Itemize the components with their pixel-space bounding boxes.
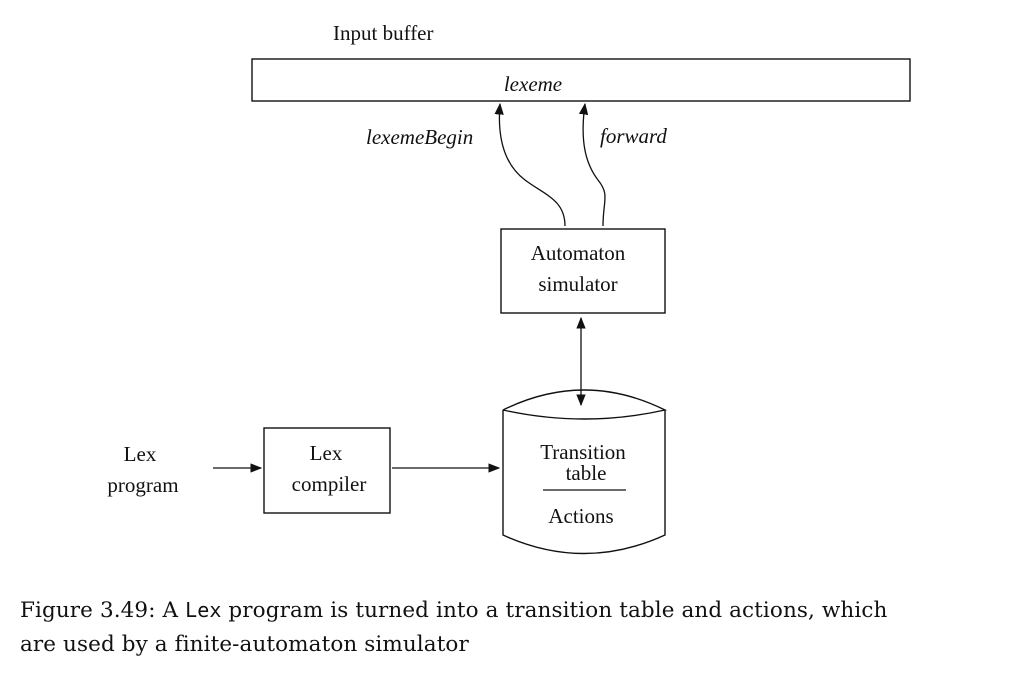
- caption-suffix: program is turned into a transition tabl…: [221, 598, 888, 623]
- lex-compiler-line2: compiler: [292, 472, 367, 496]
- lex-program-line2: program: [107, 473, 178, 497]
- transition-table-line2: table: [566, 461, 607, 485]
- lex-program-line1: Lex: [124, 442, 157, 466]
- forward-pointer-arrow: [578, 102, 606, 227]
- lex-compiler-line1: Lex: [310, 441, 343, 465]
- transition-table-line1: Transition: [540, 440, 626, 464]
- transition-table-cylinder: [502, 410, 666, 555]
- figure-caption: Figure 3.49: A Lex program is turned int…: [20, 593, 1005, 662]
- caption-prefix: Figure 3.49: A: [20, 598, 186, 623]
- transition-table-cylinder-top: [502, 389, 668, 420]
- caption-code: Lex: [185, 598, 222, 622]
- lexeme-label: lexeme: [504, 72, 562, 96]
- actions-label: Actions: [548, 504, 613, 528]
- lexeme-begin-pointer-arrow: [494, 102, 566, 227]
- lexeme-begin-label: lexemeBegin: [366, 125, 473, 149]
- caption-line2: are used by a finite-automaton simulator: [20, 632, 469, 657]
- input-buffer-label: Input buffer: [333, 21, 434, 45]
- automaton-simulator-box: [500, 228, 666, 314]
- automaton-simulator-line1: Automaton: [531, 241, 626, 265]
- input-buffer-box: [251, 58, 911, 102]
- forward-label: forward: [600, 124, 667, 148]
- caption-line1: Figure 3.49: A Lex program is turned int…: [20, 593, 1005, 628]
- automaton-simulator-line2: simulator: [538, 272, 617, 296]
- lex-compiler-box: [263, 427, 391, 514]
